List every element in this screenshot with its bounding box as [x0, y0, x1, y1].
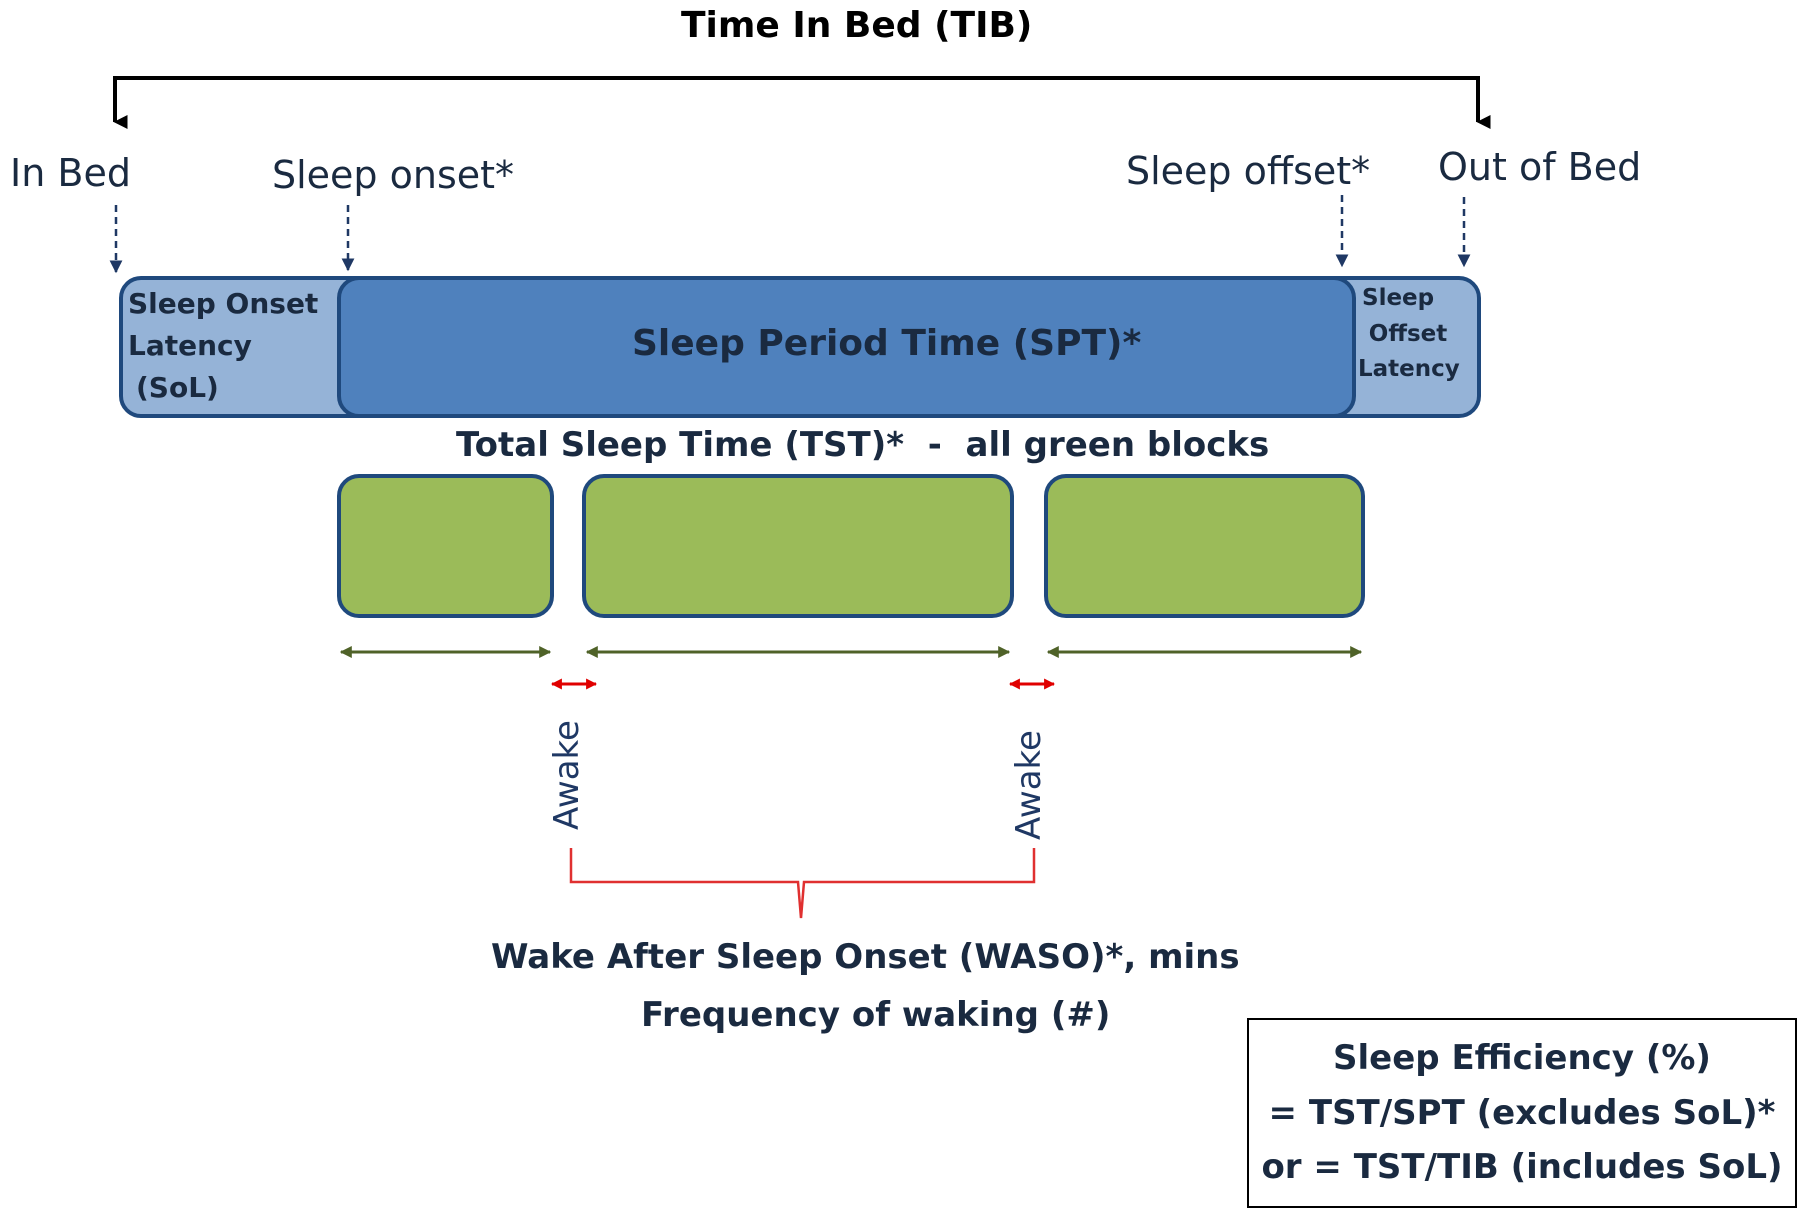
sleep-onset-label: Sleep onset* [272, 153, 515, 197]
tib-title: Time In Bed (TIB) [681, 5, 1033, 46]
sol-line-2: Latency [128, 329, 252, 362]
sleep-onset-latency-label: Sleep Onset Latency (SoL) [128, 283, 318, 409]
tib-bracket [113, 76, 1491, 129]
offset-line-3: Latency [1358, 356, 1460, 383]
sleep-offset-latency-label: Sleep Offset Latency [1358, 281, 1460, 388]
sleep-efficiency-box: Sleep Efficiency (%) = TST/SPT (excludes… [1247, 1018, 1797, 1208]
awake-label-2: Awake [1009, 730, 1049, 840]
spt-label: Sleep Period Time (SPT)* [632, 323, 1142, 364]
sleep-block-3 [1044, 474, 1365, 618]
sol-line-3: (SoL) [136, 371, 219, 404]
efficiency-formula-spt: = TST/SPT (excludes SoL)* [1268, 1092, 1776, 1133]
efficiency-title: Sleep Efficiency (%) [1333, 1038, 1711, 1079]
waso-brace [569, 848, 1036, 919]
tst-label: Total Sleep Time (TST)* - all green bloc… [456, 425, 1270, 465]
waso-label: Wake After Sleep Onset (WASO)*, mins [491, 937, 1240, 977]
sol-line-1: Sleep Onset [128, 287, 319, 320]
spt-bar [337, 276, 1356, 418]
offset-line-1: Sleep [1362, 285, 1435, 311]
offset-line-2: Offset [1368, 320, 1448, 347]
sleep-block-1 [337, 474, 554, 618]
awake-label-1: Awake [547, 720, 587, 830]
sleep-block-2 [582, 474, 1014, 618]
waking-frequency-label: Frequency of waking (#) [641, 995, 1111, 1035]
in-bed-label: In Bed [10, 151, 131, 195]
sleep-offset-label: Sleep offset* [1126, 149, 1371, 193]
efficiency-formula-tib: or = TST/TIB (includes SoL) [1261, 1147, 1783, 1188]
out-of-bed-label: Out of Bed [1438, 145, 1642, 189]
